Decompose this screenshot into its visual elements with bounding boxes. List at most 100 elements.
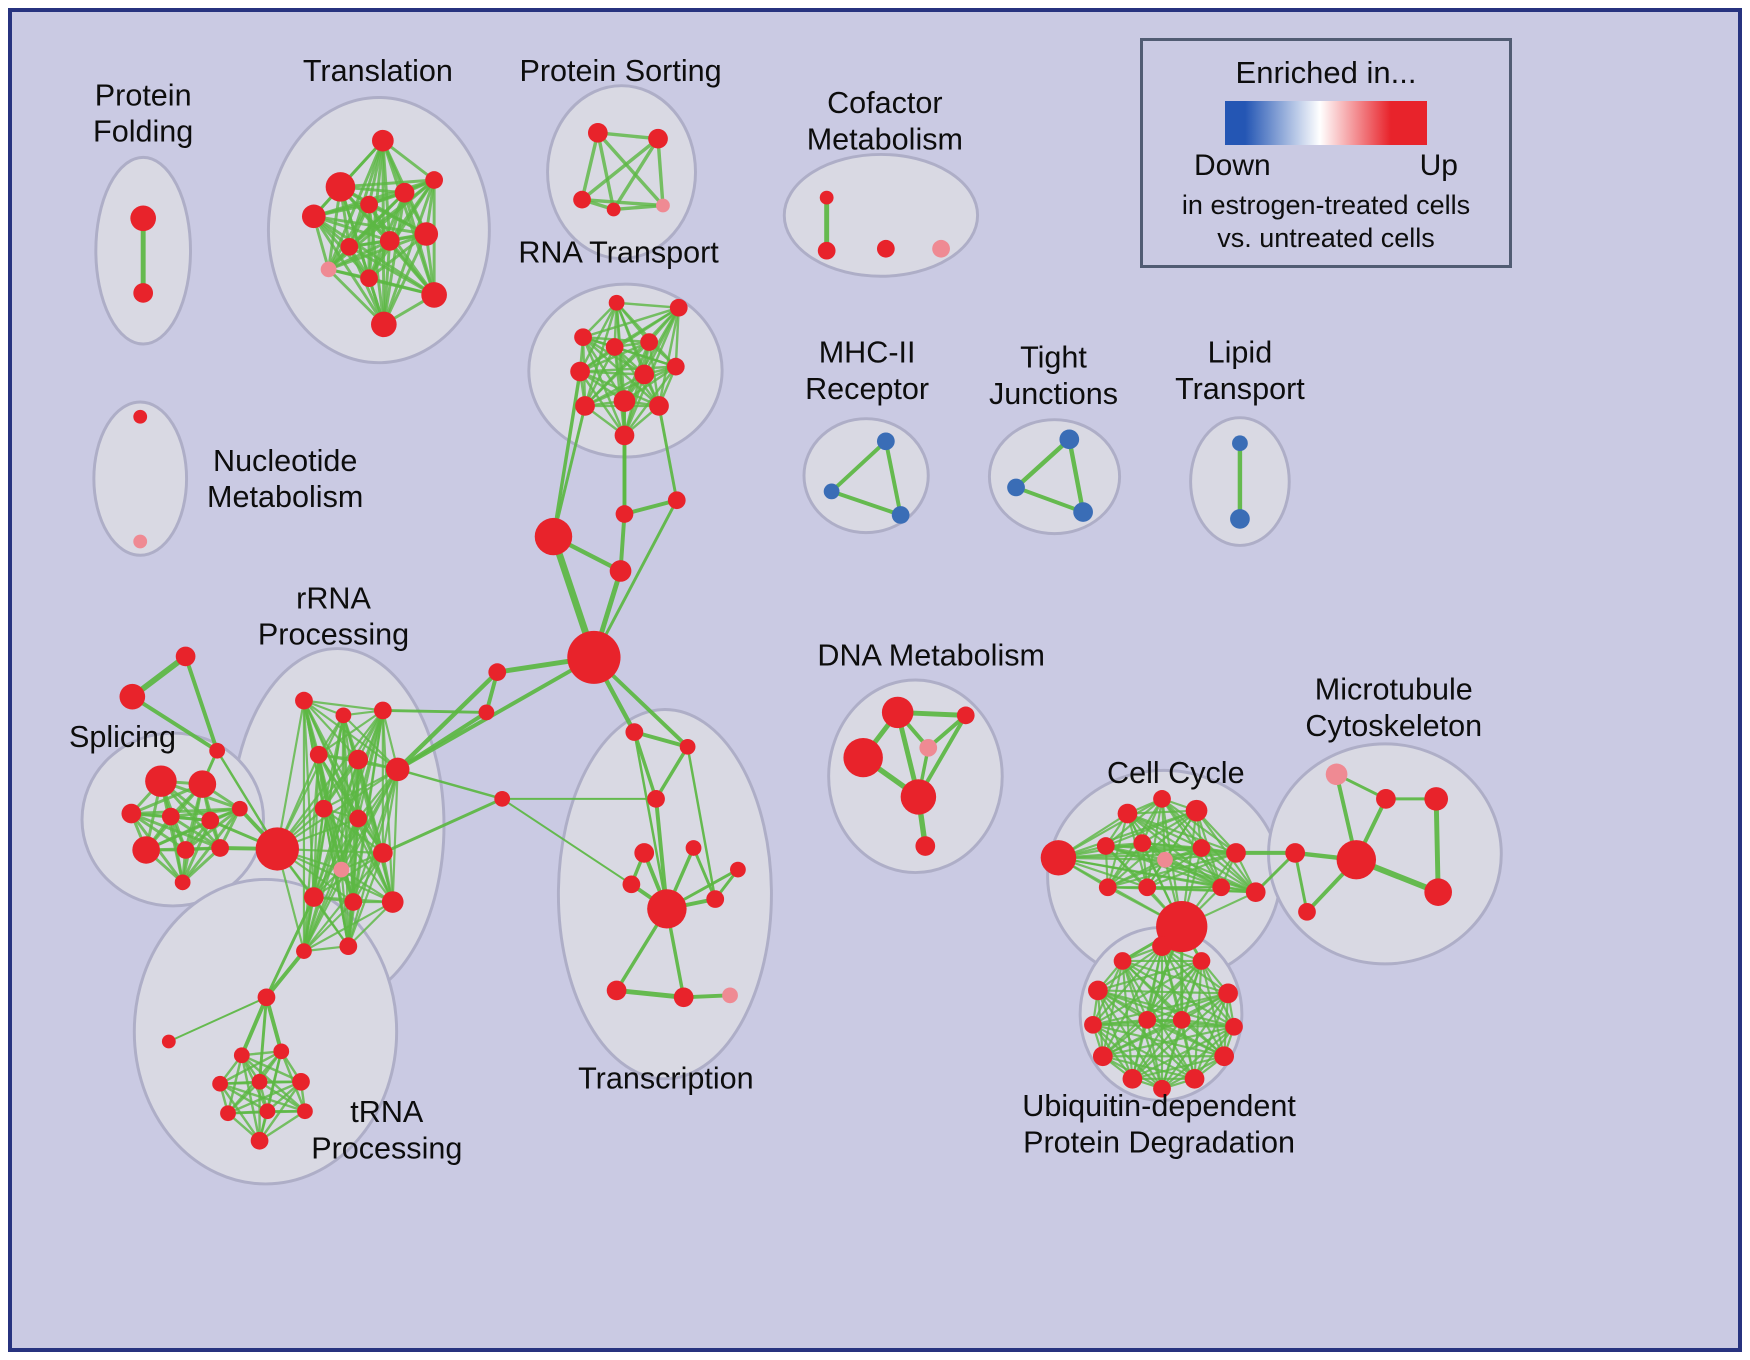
legend-ends-row: Down Up	[1194, 149, 1458, 183]
node-cc3	[1153, 790, 1171, 808]
node-tj1	[1059, 429, 1080, 450]
node-rp6	[385, 757, 410, 782]
edge	[181, 807, 242, 884]
edge	[633, 730, 669, 911]
node-sp1	[145, 765, 177, 797]
edge	[1013, 437, 1072, 490]
node-ps3	[573, 190, 591, 209]
edge	[578, 365, 678, 373]
edge	[1096, 989, 1183, 1021]
node-sp10	[174, 874, 191, 891]
node-sp4	[161, 807, 180, 826]
edge	[1180, 959, 1203, 1021]
cluster-label-rna-transport: RNA Transport	[518, 236, 719, 270]
edge	[322, 768, 399, 810]
node-rp13	[344, 893, 363, 911]
edge	[264, 949, 306, 1000]
node-cn2	[667, 491, 686, 510]
edge	[829, 439, 888, 494]
edge	[1096, 959, 1203, 992]
cluster-ellipse-nucleotide-metabolism	[92, 400, 189, 557]
node-ub13	[1138, 1011, 1157, 1029]
node-sp7	[132, 836, 160, 864]
edge	[258, 1080, 307, 1113]
node-tx1	[625, 723, 644, 741]
edge	[1057, 797, 1164, 859]
node-mh1	[876, 432, 895, 451]
node-rt11	[649, 396, 669, 416]
edge	[583, 345, 616, 408]
node-tj3	[1073, 502, 1093, 522]
node-cc9	[1226, 843, 1246, 863]
node-cf3	[876, 239, 895, 258]
edge	[1433, 796, 1441, 895]
legend-up-label: Up	[1419, 149, 1458, 182]
edge	[829, 489, 903, 517]
node-ub3	[1192, 952, 1211, 970]
node-rp5	[348, 749, 369, 770]
node-mc1	[1325, 763, 1348, 786]
node-tx10	[606, 980, 627, 1001]
node-rt8	[666, 357, 685, 376]
edge	[1146, 1018, 1196, 1080]
node-rt6	[570, 361, 590, 382]
edge	[1067, 437, 1086, 515]
edge	[883, 439, 903, 517]
node-tx3	[647, 790, 665, 808]
edge	[1193, 992, 1230, 1080]
edge	[1101, 1055, 1196, 1080]
edge	[302, 900, 394, 953]
legend-down-label: Down	[1194, 149, 1271, 182]
edge	[1096, 989, 1230, 995]
node-mh2	[823, 483, 840, 500]
edge	[322, 807, 350, 948]
edge	[623, 365, 678, 437]
node-cn4	[609, 560, 632, 582]
node-rt1	[608, 294, 625, 311]
node-tr11	[360, 269, 378, 288]
edge	[551, 404, 587, 539]
node-cf1	[819, 190, 834, 205]
node-tx2	[679, 738, 696, 755]
node-rp3	[373, 701, 392, 720]
edge	[276, 714, 345, 851]
node-tp4	[251, 1073, 268, 1090]
node-cc8	[1192, 839, 1211, 857]
cluster-label-cell-cycle: Cell Cycle	[1107, 756, 1245, 790]
node-sp2	[188, 770, 217, 798]
node-mc3	[1424, 787, 1449, 811]
edge	[184, 807, 242, 852]
node-rt7	[634, 364, 655, 385]
node-ub8	[1092, 1046, 1113, 1067]
edge	[551, 369, 582, 539]
node-fg1	[175, 646, 196, 667]
edge	[396, 768, 504, 801]
node-cc1	[1040, 840, 1077, 876]
node-cc4	[1185, 799, 1208, 822]
edge	[382, 178, 436, 326]
edge	[1101, 1025, 1236, 1058]
node-dm4	[919, 738, 938, 757]
edge	[258, 995, 268, 1084]
edge	[1014, 485, 1086, 514]
edge	[302, 699, 384, 712]
cluster-label-transcription: Transcription	[578, 1062, 754, 1096]
edge	[276, 699, 306, 851]
node-cc13	[1212, 878, 1231, 897]
node-rp9	[349, 809, 368, 828]
edge	[381, 768, 399, 854]
node-tp0	[257, 988, 276, 1007]
node-tr3	[301, 204, 326, 229]
nodes-layer	[119, 123, 1452, 1150]
edge	[340, 868, 350, 948]
edge	[1091, 992, 1230, 1026]
edge	[226, 1080, 303, 1115]
edge	[1091, 1023, 1236, 1028]
node-rp12	[303, 887, 324, 907]
